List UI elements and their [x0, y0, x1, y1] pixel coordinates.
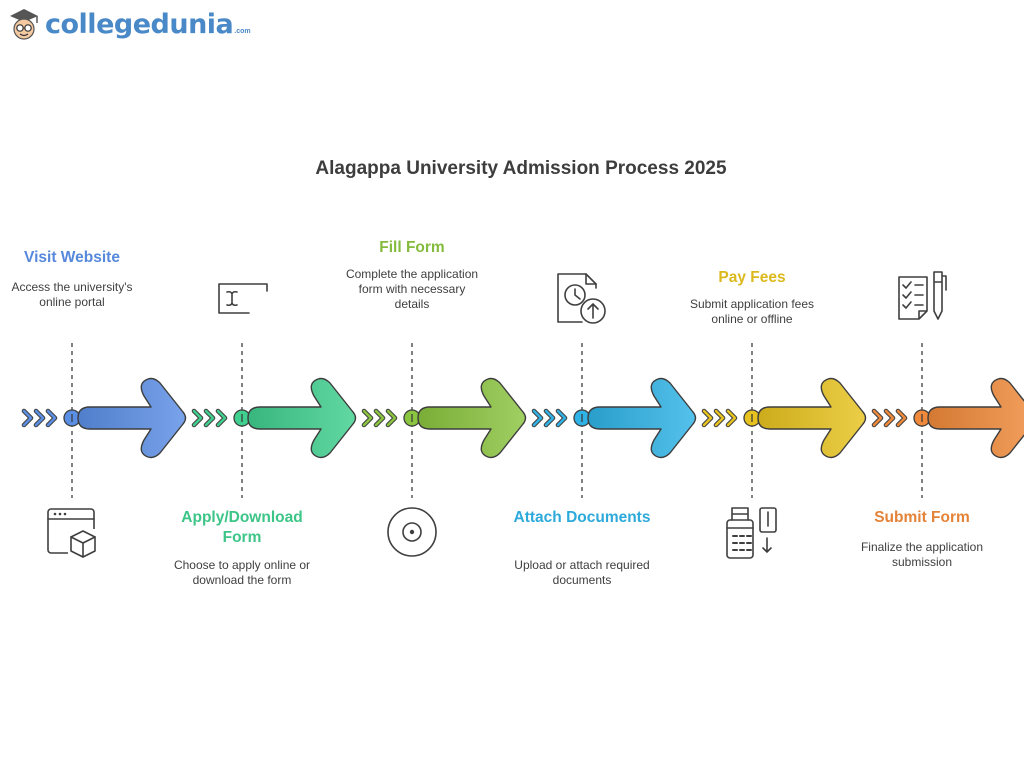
step-description: Upload or attach required documents: [514, 558, 650, 587]
browser-box-icon: [47, 508, 98, 559]
payment-terminal-icon: [726, 507, 777, 559]
chevron-icon: [215, 408, 228, 428]
process-step: [191, 283, 357, 498]
step-description: Finalize the application submission: [860, 540, 984, 569]
chevron-icon: [191, 408, 204, 428]
process-step: [871, 271, 1024, 498]
document-upload-icon: [557, 273, 606, 324]
text-cursor-icon: [218, 283, 268, 314]
diagram-title: Alagappa University Admission Process 20…: [315, 158, 727, 179]
step-description: Submit application fees online or offlin…: [689, 297, 815, 326]
chevron-icon: [33, 408, 46, 428]
step-arrow: [587, 377, 697, 459]
step-arrow: [417, 377, 527, 459]
collegedunia-logo[interactable]: collegedunia .com: [6, 4, 251, 44]
step-title: Apply/Download Form: [181, 509, 303, 546]
step-title: Attach Documents: [513, 509, 651, 526]
chevron-icon: [361, 408, 374, 428]
chevron-icon: [713, 408, 726, 428]
chevron-icon: [883, 408, 896, 428]
step-title: Fill Form: [379, 239, 445, 256]
step-arrow: [757, 377, 867, 459]
mascot-icon: [10, 9, 38, 40]
brand-name: collegedunia: [45, 8, 234, 40]
brand-suffix: .com: [234, 27, 251, 35]
chevron-icon: [385, 408, 398, 428]
chevron-icon: [871, 408, 884, 428]
step-description: Choose to apply online or download the f…: [173, 558, 311, 587]
chevron-icon: [531, 408, 544, 428]
step-arrow: [77, 377, 187, 459]
step-description: Access the university's online portal: [11, 280, 133, 309]
step-title: Visit Website: [24, 249, 120, 266]
chevron-icon: [21, 408, 34, 428]
process-step: [701, 343, 867, 559]
chevron-icon: [895, 408, 908, 428]
chevron-icon: [543, 408, 556, 428]
chevron-icon: [555, 408, 568, 428]
chevron-icon: [373, 408, 386, 428]
process-step: [21, 343, 187, 559]
step-description: Complete the application form with neces…: [345, 267, 479, 311]
process-step: [531, 273, 697, 498]
step-arrow: [247, 377, 357, 459]
chevron-icon: [725, 408, 738, 428]
step-title: Submit Form: [874, 509, 970, 526]
chevron-icon: [45, 408, 58, 428]
chevron-icon: [203, 408, 216, 428]
step-title: Pay Fees: [718, 269, 786, 286]
checklist-pen-icon: [898, 271, 947, 320]
step-arrow: [927, 377, 1024, 459]
chevron-icon: [701, 408, 714, 428]
process-step: [361, 343, 527, 557]
target-icon: [387, 507, 437, 557]
